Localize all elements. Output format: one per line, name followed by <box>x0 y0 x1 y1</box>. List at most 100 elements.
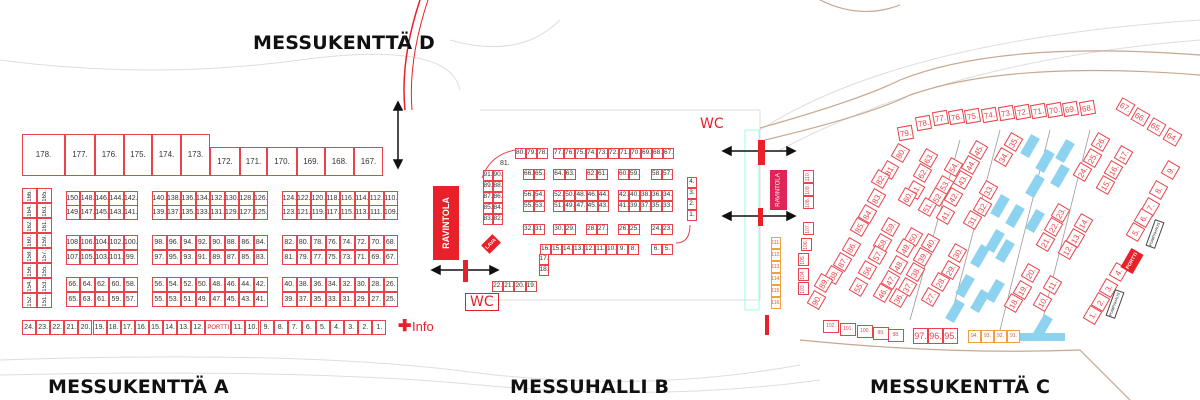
stall-a[interactable]: 144. <box>109 191 124 206</box>
stall-b[interactable]: 9. <box>617 244 628 255</box>
stall-a[interactable]: 4. <box>330 320 345 335</box>
stall-a[interactable]: 127. <box>239 205 254 220</box>
stall-b[interactable]: 55. <box>523 201 534 212</box>
stall-a[interactable]: 53. <box>166 292 181 307</box>
stall-a[interactable]: 104. <box>94 235 110 250</box>
stall-a[interactable]: 126. <box>253 191 268 206</box>
stall-b[interactable]: 47. <box>575 201 587 212</box>
stall-b[interactable]: 67. <box>663 148 674 159</box>
stall-b[interactable]: 36. <box>651 190 662 201</box>
stall-b[interactable]: 68. <box>652 148 663 159</box>
stall-b[interactable]: 3. <box>687 188 697 199</box>
stall-a[interactable]: 167. <box>354 147 383 176</box>
stall-a[interactable]: 78. <box>311 235 326 250</box>
stall-a[interactable]: 130. <box>224 191 239 206</box>
stall-a[interactable]: 36. <box>311 277 326 292</box>
stall-b[interactable]: 51. <box>553 201 565 212</box>
stall-c[interactable]: 107. <box>803 222 814 235</box>
stall-b[interactable]: 1. <box>687 210 697 221</box>
stall-b[interactable]: 61. <box>597 169 608 180</box>
stall-b[interactable]: 6. <box>651 244 662 255</box>
stall-b[interactable]: 8. <box>628 244 639 255</box>
stall-b[interactable]: 74. <box>586 148 597 159</box>
stall-a[interactable]: 16. <box>134 320 149 335</box>
stall-a[interactable]: 142. <box>123 191 138 206</box>
stall-b[interactable]: 71. <box>619 148 630 159</box>
stall-b[interactable]: 37. <box>640 201 651 212</box>
stall-b[interactable]: 70. <box>630 148 641 159</box>
stall-a[interactable]: 178. <box>22 134 65 176</box>
stall-a[interactable]: 5. <box>315 320 330 335</box>
stall-a[interactable]: 71. <box>354 250 369 265</box>
stall-b[interactable]: 28. <box>586 224 597 235</box>
stall-a[interactable]: 170. <box>267 147 297 176</box>
stall-a[interactable]: 51. <box>181 292 196 307</box>
stall-c[interactable]: 105. <box>798 253 809 266</box>
stall-b[interactable]: 80. <box>515 148 526 159</box>
stall-a[interactable]: 138. <box>166 191 181 206</box>
stall-c[interactable]: 103. <box>798 282 809 295</box>
stall-a[interactable]: 47. <box>210 292 225 307</box>
stall-a[interactable]: 81. <box>282 250 297 265</box>
stall-a[interactable]: 48. <box>210 277 225 292</box>
stall-b[interactable]: 24. <box>651 224 662 235</box>
stall-a[interactable]: 123. <box>282 205 297 220</box>
stall-a[interactable]: 58. <box>123 277 138 292</box>
stall-b[interactable]: 64. <box>553 169 565 180</box>
stall-c[interactable]: 79. <box>896 124 915 142</box>
stall-a[interactable]: 154. <box>22 278 37 293</box>
stall-a[interactable]: 106. <box>80 235 95 250</box>
stall-a[interactable]: 15. <box>148 320 163 335</box>
stall-b[interactable]: 43. <box>597 201 609 212</box>
stall-a[interactable]: 8. <box>273 320 288 335</box>
stall-a[interactable]: 162. <box>22 218 37 233</box>
stall-a[interactable]: 118. <box>325 191 340 206</box>
stall-a[interactable]: 27. <box>369 292 384 307</box>
stall-a[interactable]: 55. <box>152 292 167 307</box>
stall-b[interactable]: 69. <box>641 148 652 159</box>
stall-a[interactable]: 171. <box>240 147 267 176</box>
stall-a[interactable]: 34. <box>325 277 340 292</box>
stall-b[interactable]: 59. <box>629 169 640 180</box>
stall-a[interactable]: 88. <box>224 235 239 250</box>
stall-a[interactable]: 14. <box>163 320 178 335</box>
stall-a[interactable]: 159. <box>37 233 52 248</box>
stall-c[interactable]: 110. <box>803 170 814 183</box>
stall-c[interactable]: 76. <box>947 108 966 126</box>
stall-a[interactable]: 97. <box>152 250 167 265</box>
stall-b[interactable]: 38. <box>640 190 651 201</box>
stall-b[interactable]: 82. <box>493 214 503 225</box>
stall-a[interactable]: 172. <box>210 147 240 176</box>
stall-a[interactable]: 148. <box>80 191 95 206</box>
stall-b[interactable]: 50. <box>564 190 576 201</box>
stall-c[interactable]: 78. <box>914 114 933 132</box>
stall-a[interactable]: 89. <box>210 250 225 265</box>
stall-a[interactable]: 31. <box>340 292 355 307</box>
stall-b[interactable]: 113. <box>771 261 781 273</box>
stall-a[interactable]: 140. <box>152 191 167 206</box>
stall-a[interactable]: 69. <box>369 250 384 265</box>
stall-b[interactable]: 32. <box>523 224 534 235</box>
stall-b[interactable]: 13. <box>573 244 584 255</box>
stall-b[interactable]: 33. <box>662 201 673 212</box>
stall-a[interactable]: 151. <box>37 293 52 308</box>
stall-b[interactable]: 49. <box>564 201 576 212</box>
stall-c[interactable]: 91. <box>1007 330 1020 343</box>
stall-a[interactable]: 93. <box>181 250 196 265</box>
stall-b[interactable]: 85. <box>483 203 493 214</box>
stall-a[interactable]: 49. <box>195 292 210 307</box>
stall-a[interactable]: 98. <box>152 235 167 250</box>
stall-a[interactable]: 1. <box>372 320 387 335</box>
stall-a[interactable]: 72. <box>354 235 369 250</box>
stall-c[interactable]: 108. <box>803 196 814 209</box>
stall-a[interactable]: 56. <box>152 277 167 292</box>
stall-b[interactable]: 2. <box>687 199 697 210</box>
stall-a[interactable]: 116. <box>340 191 355 206</box>
stall-b[interactable]: 20. <box>514 281 526 292</box>
stall-a[interactable]: 166. <box>22 188 37 203</box>
stall-b[interactable]: 76. <box>564 148 575 159</box>
stall-b[interactable]: 53. <box>534 201 545 212</box>
stall-b[interactable]: 112. <box>771 249 781 261</box>
stall-b[interactable]: 84. <box>493 203 503 214</box>
stall-b[interactable]: 26. <box>618 224 629 235</box>
